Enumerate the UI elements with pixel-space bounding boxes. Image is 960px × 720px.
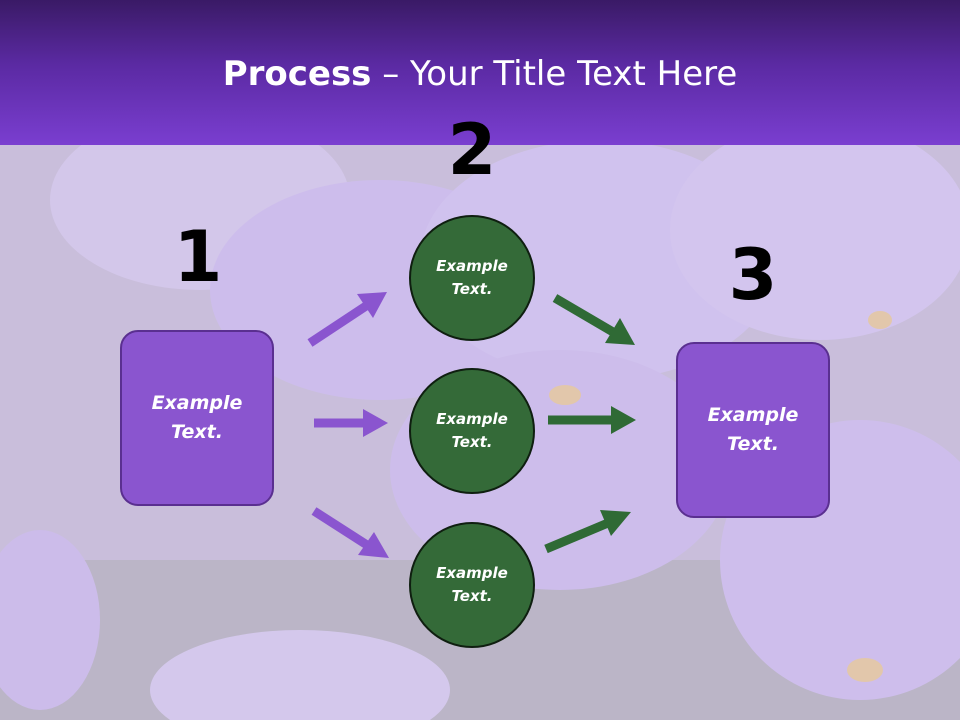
circle-bottom-text: Example Text. <box>436 564 508 605</box>
circle-middle-text: Example Text. <box>436 410 508 451</box>
left-box-text: Example Text. <box>151 392 243 443</box>
right-process-box: Example Text. <box>676 342 830 518</box>
step-number-3: 3 <box>728 234 778 316</box>
left-process-box: Example Text. <box>120 330 274 506</box>
arrow-bottom-to-right <box>544 510 631 554</box>
title-bold: Process <box>222 54 372 94</box>
circle-top-text: Example Text. <box>436 257 508 298</box>
page-title: Process – Your Title Text Here <box>0 52 960 96</box>
circle-middle: Example Text. <box>409 368 535 494</box>
arrow-top-to-right <box>552 294 635 345</box>
arrow-left-to-bottom <box>311 507 389 558</box>
right-box-text: Example Text. <box>707 404 799 455</box>
step-number-1: 1 <box>173 216 223 298</box>
circle-top: Example Text. <box>409 215 535 341</box>
arrow-middle-to-right <box>548 406 636 434</box>
circle-bottom: Example Text. <box>409 522 535 648</box>
step-number-2: 2 <box>447 109 497 191</box>
arrow-left-to-top <box>307 292 387 347</box>
title-bar <box>0 0 960 145</box>
arrow-left-to-middle <box>314 409 388 437</box>
title-rest: – Your Title Text Here <box>371 54 738 94</box>
